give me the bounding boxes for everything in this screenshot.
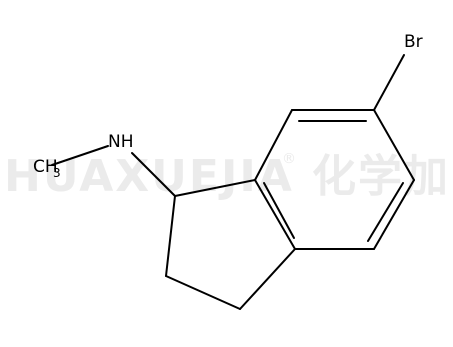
watermark-text: HUAXUEJIA — [4, 151, 294, 202]
bond-c1-c2 — [165, 195, 176, 277]
bond-c2-c3 — [165, 275, 241, 310]
atom-labels: Br NH CH 3 — [33, 32, 423, 180]
bromine-label: Br — [404, 32, 423, 52]
methyl-subscript: 3 — [53, 166, 61, 180]
double-bond-c3a-c7a — [263, 182, 295, 239]
bond-c1-n — [131, 152, 176, 197]
bond-c3-c3a — [239, 248, 296, 310]
bond-c6-c5 — [373, 109, 415, 181]
double-bond-c5-c4 — [367, 182, 404, 242]
bond-n-ch3 — [51, 145, 109, 166]
bond-c5-c4 — [373, 179, 415, 250]
methyl-label: CH — [33, 157, 58, 177]
watermark: HUAXUEJIA ® 化学加 — [4, 151, 450, 202]
bond-c6-br — [373, 54, 405, 111]
bond-c3a-c7a — [254, 179, 296, 250]
watermark-registered: ® — [282, 151, 296, 167]
amine-label: NH — [108, 132, 134, 152]
bonds — [51, 54, 415, 310]
bond-c7a-c7 — [254, 109, 293, 181]
bond-c7a-c1 — [174, 179, 256, 197]
watermark-cjk: 化学加 — [312, 151, 450, 202]
